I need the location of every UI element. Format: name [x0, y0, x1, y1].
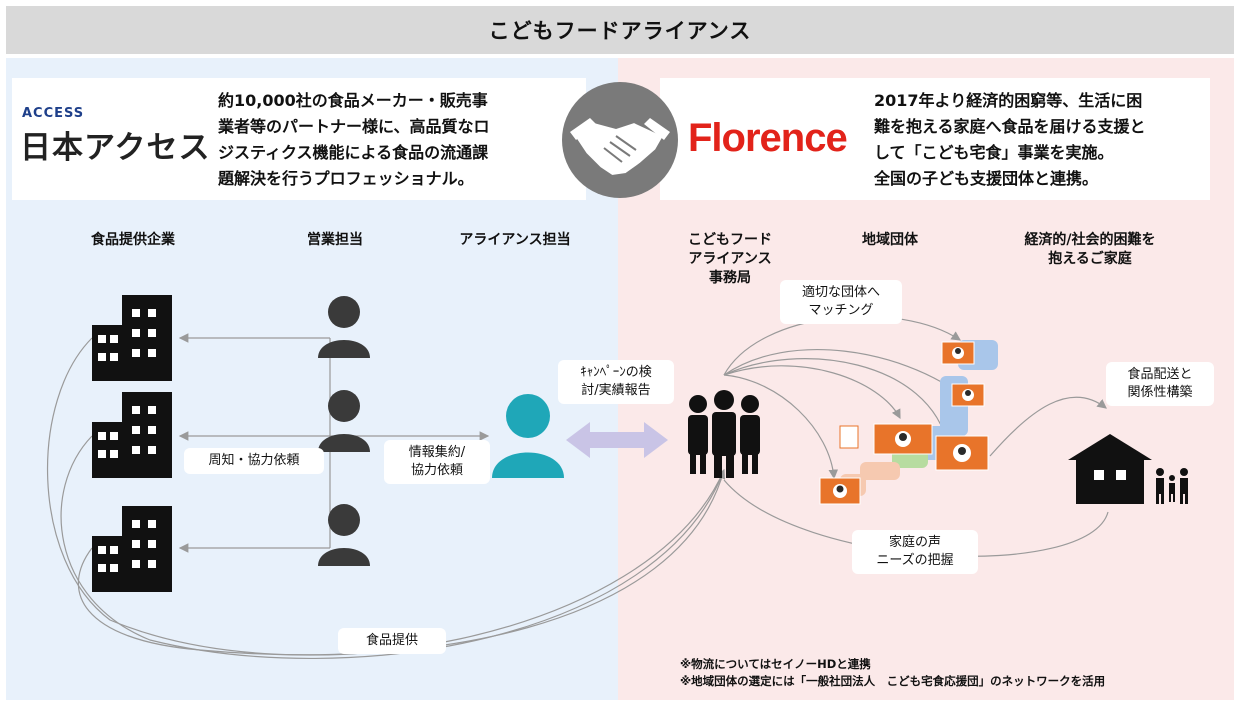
- footnotes: ※物流についてはセイノーHDと連携 ※地域団体の選定には「一般社団法人 こども宅…: [680, 656, 1228, 690]
- header-sales: 営業担当: [307, 232, 363, 248]
- header-alliance-rep: アライアンス担当: [459, 232, 571, 248]
- building-icon: [92, 392, 172, 478]
- footnote-regional-selection: ※地域団体の選定には「一般社団法人 こども宅食応援団」のネットワークを活用: [680, 674, 1106, 688]
- sales-person-icon: [318, 390, 370, 452]
- building-icon: [92, 295, 172, 381]
- label-voices: 家庭の声 ニーズの把握: [852, 530, 978, 574]
- label-food-provision: 食品提供: [338, 628, 446, 654]
- header-food-companies: 食品提供企業: [91, 232, 175, 248]
- sales-person-icon: [318, 296, 370, 358]
- florence-description: 2017年より経済的困窮等、生活に困 難を抱える家庭へ食品を届ける支援と して「…: [874, 91, 1146, 188]
- header-families: 経済的/社会的困難を 抱えるご家庭: [1024, 232, 1156, 267]
- header-regional-groups: 地域団体: [862, 232, 918, 248]
- handshake-icon: [562, 82, 678, 198]
- secretariat-group-icon: [688, 390, 760, 478]
- label-matching: 適切な団体へ マッチング: [780, 280, 902, 324]
- diagram-title: こどもフードアライアンス: [6, 6, 1234, 54]
- access-logo-text: ACCESS: [22, 106, 85, 121]
- label-campaign: ｷｬﾝﾍﾟｰﾝの検 討/実績報告: [558, 360, 674, 404]
- label-notify: 周知・協力依頼: [184, 448, 324, 474]
- footnote-logistics: ※物流についてはセイノーHDと連携: [680, 657, 871, 671]
- sales-person-icon: [318, 504, 370, 566]
- header-secretariat: こどもフード アライアンス 事務局: [688, 232, 772, 286]
- house-family-icon: [1068, 434, 1188, 504]
- alliance-rep-icon: [492, 394, 564, 478]
- japan-map-icon: [819, 340, 998, 505]
- florence-logo: Florence: [688, 116, 848, 160]
- nihon-access-logo: 日本アクセス: [20, 130, 211, 166]
- label-delivery: 食品配送と 関係性構築: [1106, 362, 1214, 406]
- nihon-access-description: 約10,000社の食品メーカー・販売事 業者等のパートナー様に、高品質なロ ジス…: [218, 91, 490, 188]
- label-info-collect: 情報集約/ 協力依頼: [384, 440, 490, 484]
- building-icon: [92, 506, 172, 592]
- nihon-access-card: [12, 78, 586, 200]
- florence-card: [660, 78, 1210, 200]
